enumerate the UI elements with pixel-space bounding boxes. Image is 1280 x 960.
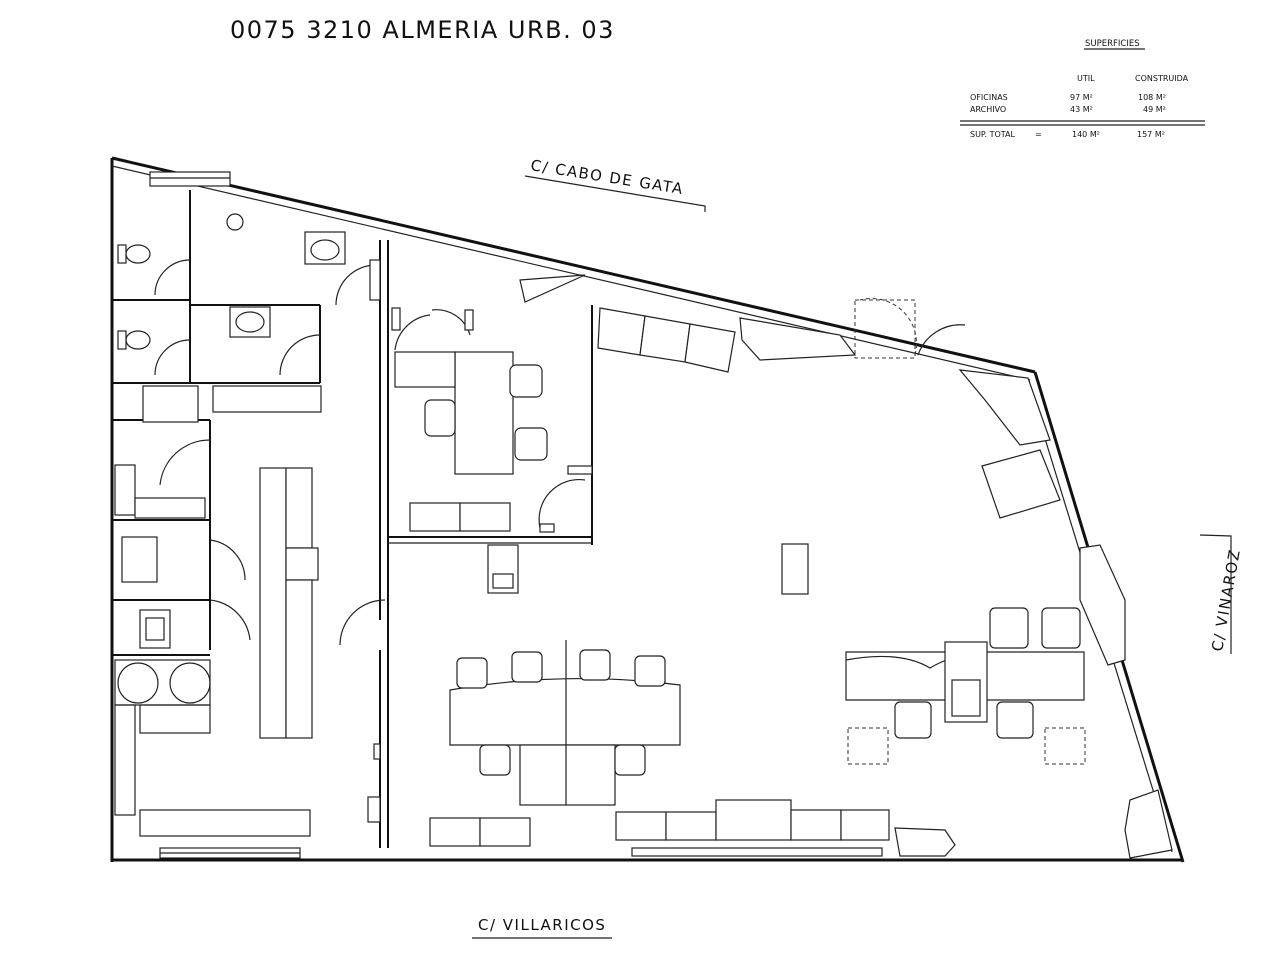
street-label-east: C/ VINAROZ bbox=[1199, 534, 1244, 654]
toilet-icon bbox=[117, 330, 151, 350]
armchair bbox=[981, 449, 1061, 519]
copier bbox=[487, 544, 519, 594]
row-label: ARCHIVO bbox=[970, 105, 1006, 114]
sink-icon bbox=[139, 609, 171, 649]
row-util: 43 M² bbox=[1070, 105, 1093, 114]
meeting-table bbox=[449, 640, 681, 806]
entrance-door bbox=[854, 299, 916, 359]
cabinet bbox=[429, 799, 890, 857]
row-construida: 49 M² bbox=[1143, 105, 1166, 114]
surface-heading: SUPERFICIES bbox=[1085, 39, 1140, 49]
desk bbox=[394, 351, 514, 475]
shelving bbox=[114, 385, 322, 837]
svg-text:C/ CABO DE GATA: C/ CABO DE GATA bbox=[529, 156, 685, 198]
column bbox=[781, 543, 809, 595]
sink-icon bbox=[226, 213, 244, 231]
fixtures bbox=[367, 259, 593, 823]
total-eq: = bbox=[1035, 130, 1042, 139]
interior-walls bbox=[112, 190, 593, 848]
plan-title: 0075 3210 ALMERIA URB. 03 bbox=[230, 16, 615, 44]
sofa bbox=[597, 307, 736, 373]
toilet-icon bbox=[117, 244, 151, 264]
row-construida: 108 M² bbox=[1138, 93, 1166, 102]
street-label-north: C/ CABO DE GATA bbox=[524, 156, 706, 212]
planter bbox=[519, 274, 1173, 859]
sink-icon bbox=[304, 231, 346, 265]
chair-icon bbox=[424, 364, 548, 461]
svg-text:C/ VILLARICOS: C/ VILLARICOS bbox=[478, 916, 606, 934]
chair-icon bbox=[456, 649, 666, 776]
svg-text:C/ VINAROZ: C/ VINAROZ bbox=[1208, 547, 1244, 653]
surface-table: SUPERFICIES UTIL CONSTRUIDA OFICINAS 97 … bbox=[960, 39, 1205, 139]
chair-icon bbox=[894, 607, 1081, 739]
row-util: 97 M² bbox=[1070, 93, 1093, 102]
cabinet bbox=[409, 502, 511, 532]
row-label: OFICINAS bbox=[970, 93, 1008, 102]
total-construida: 157 M² bbox=[1137, 130, 1165, 139]
total-label: SUP. TOTAL bbox=[970, 130, 1016, 139]
street-label-south: C/ VILLARICOS bbox=[472, 916, 612, 939]
col-construida: CONSTRUIDA bbox=[1135, 74, 1189, 83]
total-util: 140 M² bbox=[1072, 130, 1100, 139]
sink-icon bbox=[229, 306, 271, 338]
col-util: UTIL bbox=[1077, 74, 1095, 83]
reception-desk bbox=[845, 641, 1086, 765]
